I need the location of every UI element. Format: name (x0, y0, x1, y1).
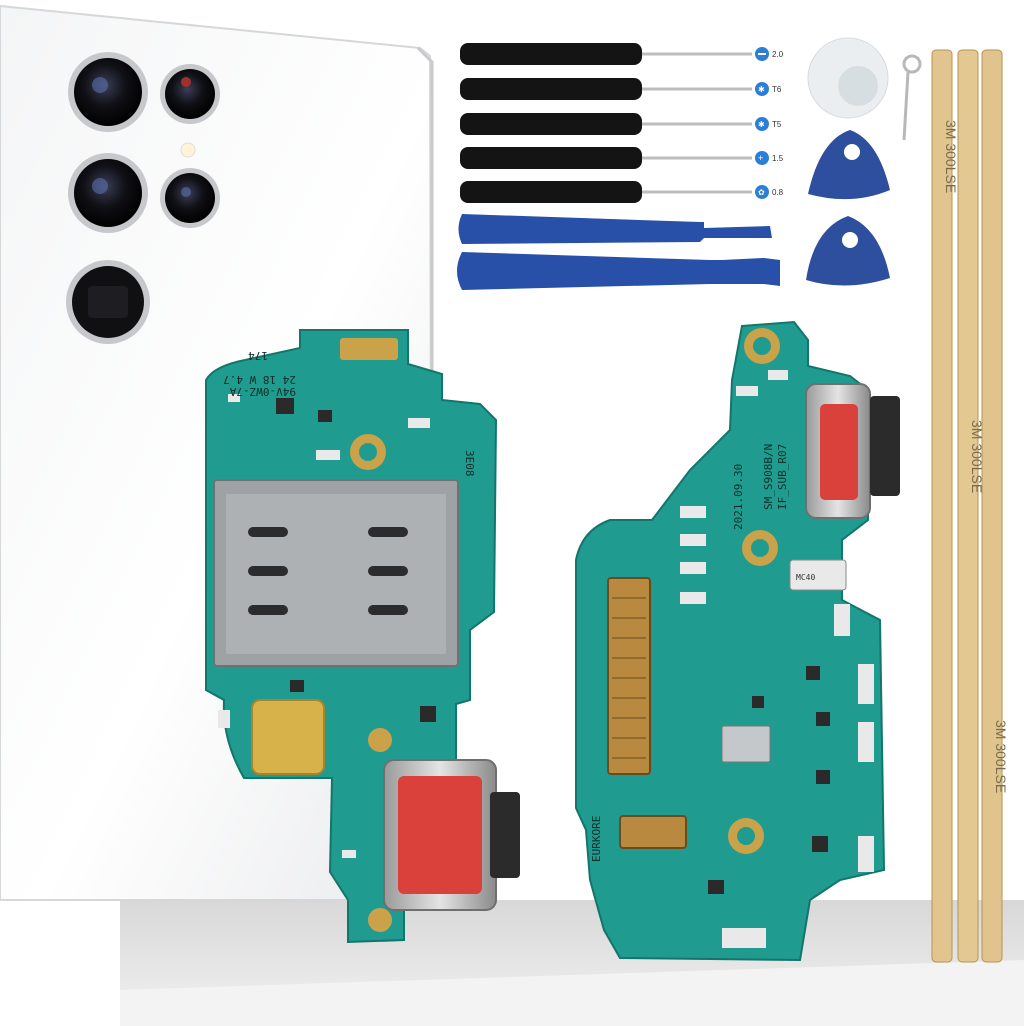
charging-port-pcb: MC40 2021.09.30 SM_S908B/N IF_SUB_R07 EU… (575, 320, 900, 962)
pcb-marking: SM_S908B/N (762, 444, 775, 510)
pry-tools (457, 214, 780, 290)
screwdriver-t6: ✱ T6 (460, 78, 782, 100)
triangle-picks (806, 130, 890, 286)
svg-text:MC40: MC40 (796, 573, 815, 582)
camera-module (66, 52, 220, 344)
pcb-marking: 3E08 (463, 450, 476, 477)
svg-text:✿: ✿ (758, 188, 765, 197)
screwdriver-0.8: ✿ 0.8 (460, 181, 784, 203)
svg-text:+: + (758, 153, 763, 163)
screwdriver-2.0: 2.0 (460, 43, 784, 65)
pcb-marking: 2021.09.30 (732, 464, 745, 530)
svg-text:✱: ✱ (758, 120, 765, 129)
screwdriver-label: 2.0 (772, 50, 784, 59)
screwdriver-1.5: + 1.5 (460, 147, 784, 169)
suction-cup (807, 37, 889, 119)
sim-board-pcb: 174 94V-0WZ-7A 24 18 W 4.7 3E08 (205, 329, 520, 944)
screwdriver-label: T6 (772, 85, 782, 94)
adhesive-tape-strips: 3M 300LSE 3M 300LSE 3M 300LSE (931, 49, 1009, 963)
screwdriver-t5: ✱ T5 (460, 113, 782, 135)
pcb-marking: EURKORE (590, 816, 603, 862)
screwdriver-label: 1.5 (772, 154, 784, 163)
pcb-marking: 94V-0WZ-7A (229, 385, 296, 398)
table-surface (120, 900, 1024, 1026)
screwdriver-label: T5 (772, 120, 782, 129)
screwdriver-set: 2.0 ✱ T6 ✱ T5 + 1.5 ✿ 0.8 (460, 43, 784, 203)
sim-eject-pin (902, 54, 922, 141)
screwdriver-label: 0.8 (772, 188, 784, 197)
tape-label: 3M 300LSE (943, 120, 959, 193)
pcb-marking: 24 18 W 4.7 (223, 373, 296, 386)
tape-label: 3M 300LSE (993, 720, 1009, 793)
svg-text:✱: ✱ (758, 85, 765, 94)
pcb-marking: 174 (248, 349, 268, 362)
pcb-marking: IF_SUB_R07 (776, 444, 789, 510)
tape-label: 3M 300LSE (969, 420, 985, 493)
